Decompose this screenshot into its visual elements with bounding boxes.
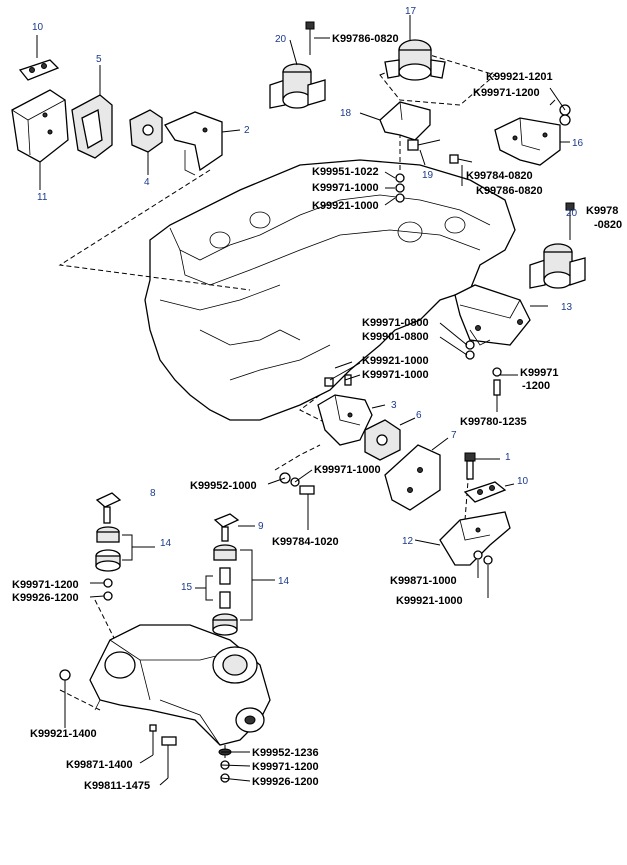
callout-10-top: 10 <box>32 22 44 33</box>
callout-3: 3 <box>391 400 397 411</box>
part-8-stack <box>95 492 155 601</box>
part-12-bracket <box>414 511 511 566</box>
part-9-stack <box>195 513 275 636</box>
code-k99784-1020: K99784-1020 <box>272 536 339 548</box>
washers-center <box>279 472 315 530</box>
callout-19: 19 <box>422 170 434 181</box>
nuts-12 <box>473 550 493 598</box>
part-5-insulator <box>71 65 113 159</box>
part-3-bracket <box>317 394 386 446</box>
callout-20-right: 20 <box>566 208 578 219</box>
code-1200-right: -1200 <box>522 380 550 392</box>
part-4-mount <box>129 109 163 175</box>
callout-1: 1 <box>505 452 511 463</box>
code-k99952-1000: K99952-1000 <box>190 480 257 492</box>
code-k99921-1000-a: K99921-1000 <box>312 200 379 212</box>
nut-right-top <box>559 104 571 126</box>
code-k99951-1022: K99951-1022 <box>312 166 379 178</box>
part-17-insulator <box>384 15 446 81</box>
bottom-code-leaders <box>64 725 169 786</box>
part-1-bolt <box>464 452 500 480</box>
nuts-13 <box>465 340 502 396</box>
part-18-bracket <box>359 101 431 141</box>
code-k99871-1400: K99871-1400 <box>66 759 133 771</box>
code-k99971-1200-bot: K99971-1200 <box>252 761 319 773</box>
code-k99971-1200-top: K99971-1200 <box>473 87 540 99</box>
callout-20-top: 20 <box>275 34 287 45</box>
callout-11: 11 <box>37 192 48 203</box>
callout-8: 8 <box>150 488 156 499</box>
code-k99971-right: K99971 <box>520 367 559 379</box>
code-k99786-0820-top: K99786-0820 <box>332 33 399 45</box>
part-11-bracket <box>11 89 69 190</box>
callout-6: 6 <box>416 410 422 421</box>
code-k99971-1200-left: K99971-1200 <box>12 579 79 591</box>
callout-12: 12 <box>402 536 414 547</box>
part-10-plate <box>18 35 60 81</box>
code-k99921-1400: K99921-1400 <box>30 728 97 740</box>
callout-14-left: 14 <box>160 538 172 549</box>
part-6-mount <box>364 417 416 461</box>
code-k99786-0820-mid: K99786-0820 <box>476 185 543 197</box>
differential-housing <box>89 624 271 760</box>
code-leaders <box>89 87 566 782</box>
part-13-bracket <box>454 284 548 346</box>
callout-17: 17 <box>405 6 417 17</box>
code-k99784-0820: K99784-0820 <box>466 170 533 182</box>
code-k99871-1000-d: K99871-1000 <box>390 575 457 587</box>
part-10-plate-right <box>463 481 515 503</box>
code-k99926-1200-left: K99926-1200 <box>12 592 79 604</box>
bolt-k99786-mid <box>449 154 473 186</box>
code-k99971-1000-c: K99971-1000 <box>314 464 381 476</box>
code-k99971-1000-a: K99971-1000 <box>312 182 379 194</box>
part-2-bracket <box>164 111 241 176</box>
part-19-bolt <box>407 139 441 166</box>
part-7-insulator <box>384 437 449 511</box>
code-k99901-0800: K99901-0800 <box>362 331 429 343</box>
callout-7: 7 <box>451 430 457 441</box>
code-k99921-1000-d: K99921-1000 <box>396 595 463 607</box>
code-k99926-1200-bot: K99926-1200 <box>252 776 319 788</box>
engine-block <box>144 159 516 421</box>
callout-5: 5 <box>96 54 102 65</box>
callout-14-center: 14 <box>278 576 290 587</box>
nuts-center <box>395 173 405 203</box>
part-codes: K99786-0820 K99921-1201 K99971-1200 K999… <box>12 33 622 792</box>
callout-18: 18 <box>340 108 352 119</box>
code-0820-right: -0820 <box>594 219 622 231</box>
code-k9978-right: K9978 <box>586 205 618 217</box>
code-k99971-0800: K99971-0800 <box>362 317 429 329</box>
part-20-damper-top <box>269 21 330 109</box>
code-k99921-1201: K99921-1201 <box>486 71 553 83</box>
part-16-bracket <box>494 117 570 166</box>
callout-13: 13 <box>561 302 573 313</box>
callout-4: 4 <box>144 177 150 188</box>
callout-16: 16 <box>572 138 584 149</box>
callout-10-right: 10 <box>517 476 529 487</box>
code-k99811-1475: K99811-1475 <box>84 780 150 792</box>
code-k99780-1235: K99780-1235 <box>460 416 527 428</box>
callout-2: 2 <box>244 125 250 136</box>
code-k99952-1236: K99952-1236 <box>252 747 319 759</box>
code-k99921-1000-b: K99921-1000 <box>362 355 429 367</box>
part-20-damper-right <box>529 202 586 289</box>
callout-9: 9 <box>258 521 264 532</box>
callout-15: 15 <box>181 582 193 593</box>
callout-numbers: 10 5 11 4 2 20 17 18 19 16 20 13 3 6 7 1… <box>32 6 584 593</box>
code-k99971-1000-b: K99971-1000 <box>362 369 429 381</box>
nuts-bottom-left <box>59 669 177 778</box>
